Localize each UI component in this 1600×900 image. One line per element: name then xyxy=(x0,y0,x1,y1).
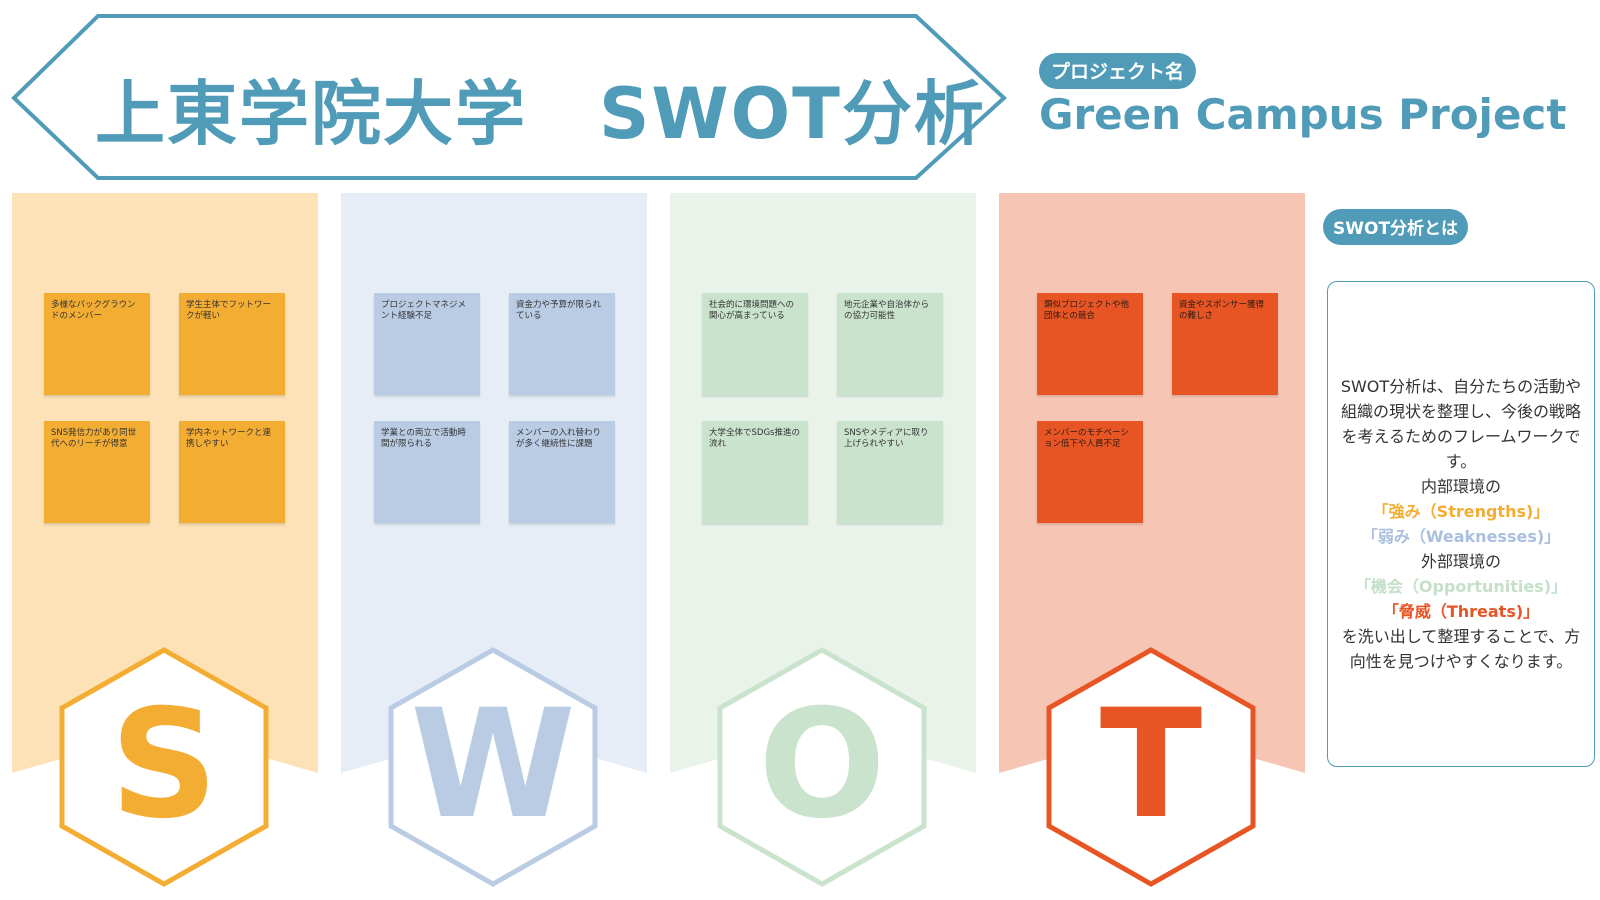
weaknesses-column: プロジェクトマネジメント経験不足 資金力や予算が限られている 学業との両立で活動… xyxy=(341,193,647,783)
about-threats: 「脅威（Threats)」 xyxy=(1382,602,1540,621)
sticky-note[interactable]: 社会的に環境問題への関心が高まっている xyxy=(702,293,808,395)
about-weaknesses: 「弱み（Weaknesses)」 xyxy=(1361,527,1561,546)
sticky-note[interactable]: 類似プロジェクトや他団体との競合 xyxy=(1037,293,1143,395)
weaknesses-letter: W xyxy=(410,678,576,852)
about-swot-box: SWOT分析は、自分たちの活動や組織の現状を整理し、今後の戦略を考えるためのフレ… xyxy=(1327,281,1595,767)
opportunities-hexagon xyxy=(717,647,927,887)
sticky-note[interactable]: プロジェクトマネジメント経験不足 xyxy=(374,293,480,395)
about-external: 外部環境の xyxy=(1420,552,1501,571)
sticky-note[interactable]: 学内ネットワークと連携しやすい xyxy=(179,421,285,523)
strengths-column: 多様なバックグラウンドのメンバー 学生主体でフットワークが軽い SNS発信力があ… xyxy=(12,193,318,783)
threats-hexagon xyxy=(1046,647,1256,887)
threats-column: 類似プロジェクトや他団体との競合 資金やスポンサー獲得の難しさ メンバーのモチベ… xyxy=(999,193,1305,783)
about-opportunities: 「機会（Opportunities)」 xyxy=(1354,577,1568,596)
opportunities-column: 社会的に環境問題への関心が高まっている 地元企業や自治体からの協力可能性 大学全… xyxy=(670,193,976,783)
about-internal: 内部環境の xyxy=(1420,477,1501,496)
about-swot-badge: SWOT分析とは xyxy=(1323,209,1469,245)
about-intro: SWOT分析は、自分たちの活動や組織の現状を整理し、今後の戦略を考えるためのフレ… xyxy=(1340,377,1582,471)
sticky-note[interactable]: 大学全体でSDGs推進の流れ xyxy=(702,421,808,523)
about-strengths: 「強み（Strengths)」 xyxy=(1372,502,1550,521)
sticky-note[interactable]: 学生主体でフットワークが軽い xyxy=(179,293,285,395)
title-banner xyxy=(11,14,1007,180)
opportunities-letter: O xyxy=(758,678,886,852)
sticky-note[interactable]: メンバーのモチベーション低下や人員不足 xyxy=(1037,421,1143,523)
strengths-letter: S xyxy=(109,678,219,852)
project-name: Green Campus Project xyxy=(1039,90,1567,139)
sticky-note[interactable]: メンバーの入れ替わりが多く継続性に課題 xyxy=(509,421,615,523)
project-name-badge: プロジェクト名 xyxy=(1039,53,1197,89)
about-outro: を洗い出して整理することで、方向性を見つけやすくなります。 xyxy=(1341,627,1581,671)
sticky-note[interactable]: 資金やスポンサー獲得の難しさ xyxy=(1172,293,1278,395)
weaknesses-hexagon xyxy=(388,647,598,887)
strengths-hexagon xyxy=(59,647,269,887)
sticky-note[interactable]: 多様なバックグラウンドのメンバー xyxy=(44,293,150,395)
sticky-note[interactable]: SNSやメディアに取り上げられやすい xyxy=(837,421,943,523)
threats-letter: T xyxy=(1099,678,1203,852)
sticky-note[interactable]: 資金力や予算が限られている xyxy=(509,293,615,395)
sticky-note[interactable]: SNS発信力があり同世代へのリーチが得意 xyxy=(44,421,150,523)
page-title: 上東学院大学 SWOT分析 xyxy=(95,73,986,155)
sticky-note[interactable]: 地元企業や自治体からの協力可能性 xyxy=(837,293,943,395)
sticky-note[interactable]: 学業との両立で活動時間が限られる xyxy=(374,421,480,523)
